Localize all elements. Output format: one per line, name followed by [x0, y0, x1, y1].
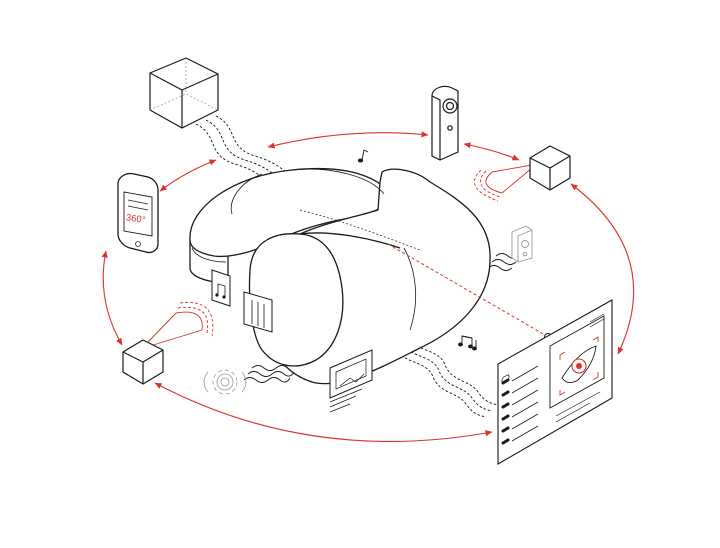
arrow-camera-cube — [463, 142, 520, 161]
cone-right — [474, 164, 533, 202]
cube-icon-right — [529, 145, 571, 191]
headset-side-panel — [211, 269, 273, 333]
speaker-icon — [511, 225, 533, 263]
connection-arrows — [101, 131, 635, 442]
vr-headset-icon — [189, 167, 491, 385]
cube-icon-left — [122, 339, 164, 385]
smartphone-icon: 360° — [117, 172, 159, 254]
music-note-icon — [357, 149, 369, 163]
panel-list — [501, 365, 539, 445]
arrow-rightcube-panel — [570, 183, 635, 355]
arrow-cube-camera — [267, 131, 429, 149]
double-note-icon — [458, 335, 477, 351]
camera-360-icon — [431, 85, 459, 161]
signal-cones — [147, 164, 533, 347]
eye-tracking-panel — [497, 299, 613, 465]
cube-icon-top — [149, 57, 219, 129]
eye-tracking-icon — [559, 336, 599, 396]
headset-internal-lines — [299, 209, 421, 251]
cone-left — [147, 301, 214, 347]
arrow-leftcube-panel — [154, 382, 493, 442]
arrow-phone-cube — [159, 159, 217, 192]
phone-360-label: 360° — [125, 212, 146, 226]
arrow-phone-leftcube — [101, 250, 123, 346]
screen-panel-icon — [329, 349, 373, 413]
fingerprint-icon — [203, 369, 247, 395]
stream-panel — [397, 339, 499, 418]
